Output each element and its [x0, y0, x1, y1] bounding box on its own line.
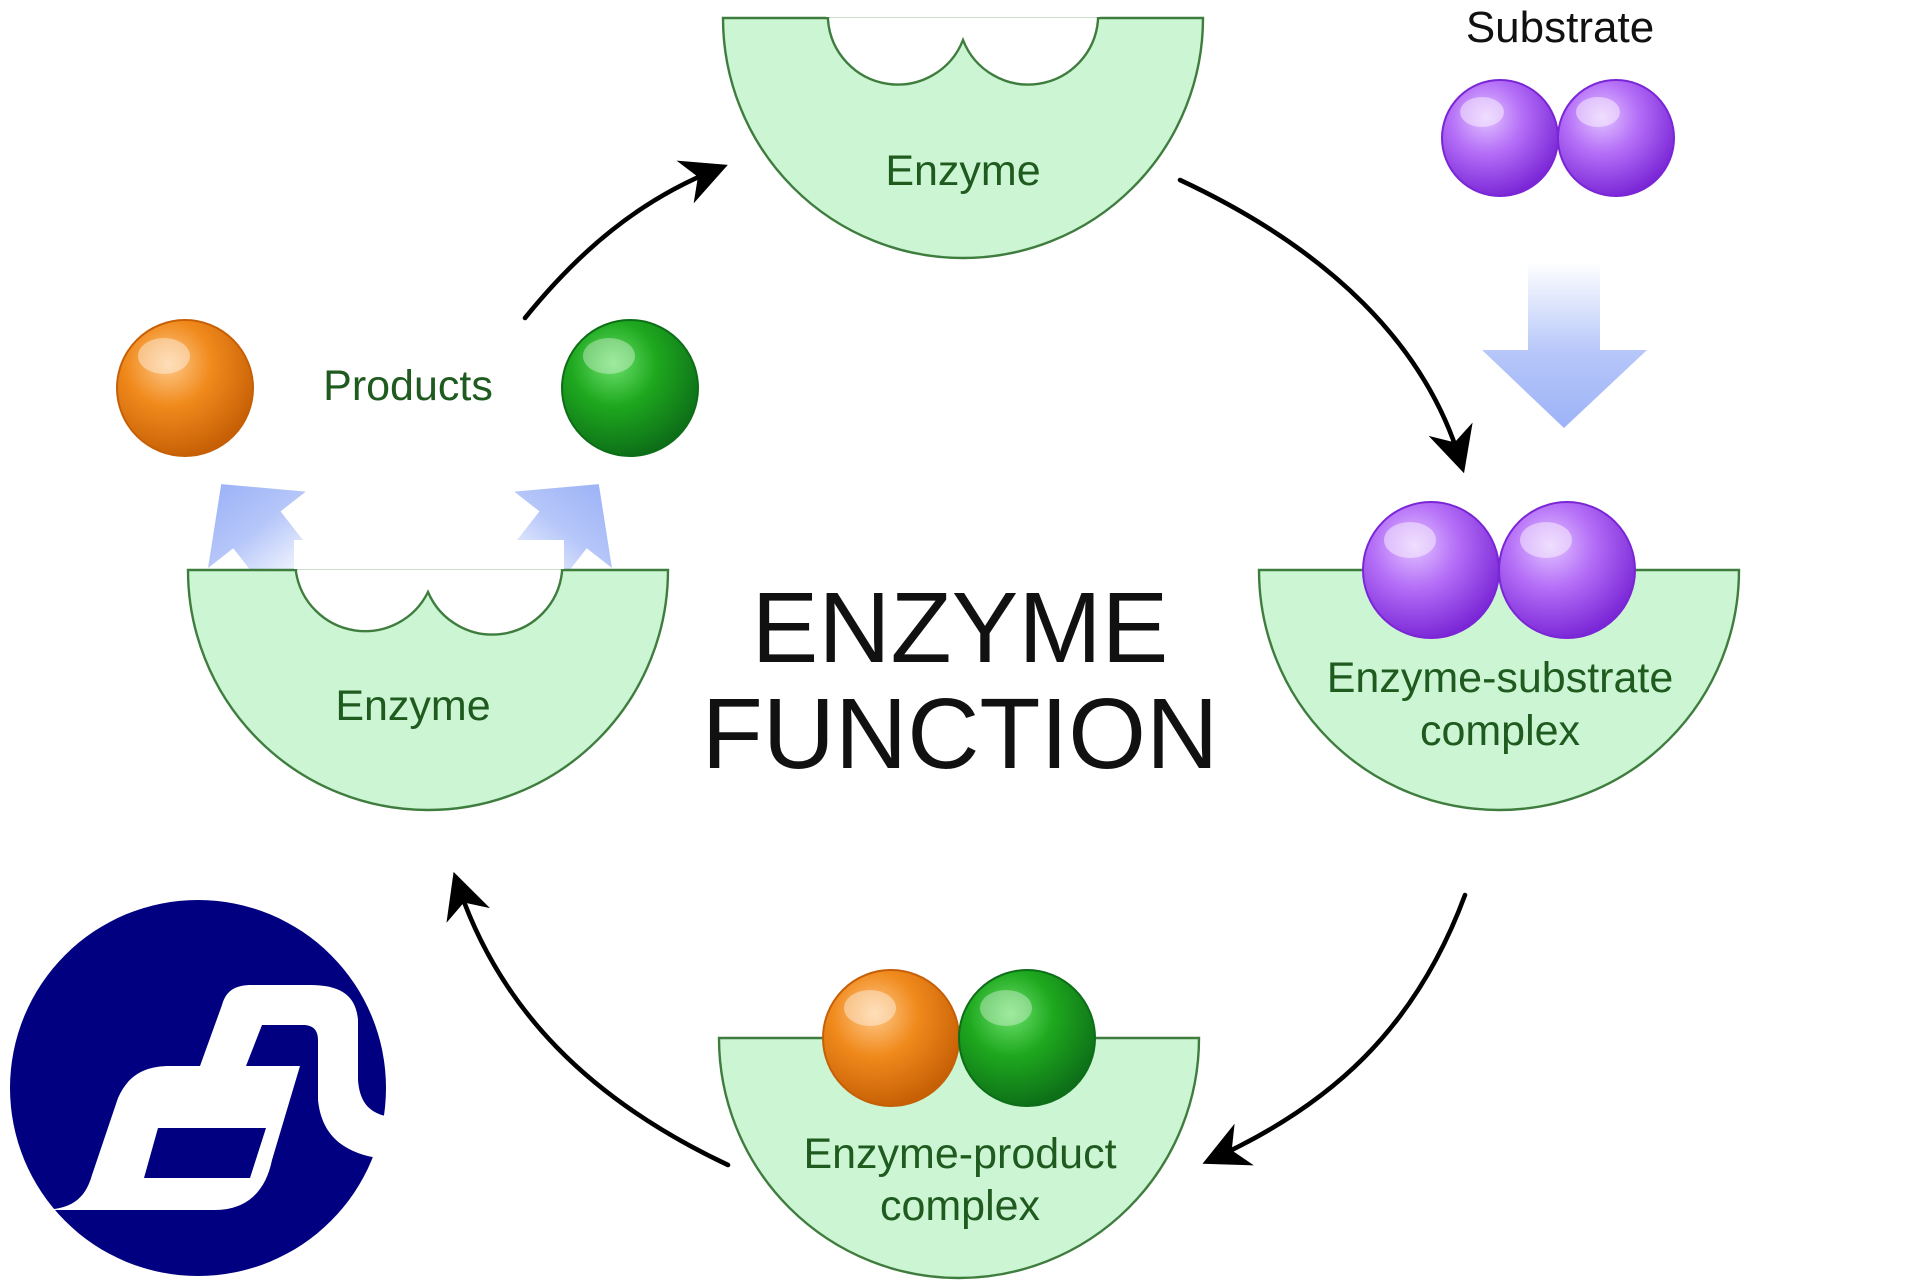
cycle-arrow-left-to-top [522, 160, 728, 321]
substrate-molecule [1441, 79, 1675, 197]
substrate-label: Substrate [1466, 3, 1654, 52]
cycle-arrow-bottom-to-left [446, 871, 731, 1168]
product-bound-orange [822, 969, 960, 1107]
product-orange [116, 319, 254, 457]
cycle-arrow-top-to-right [1177, 177, 1473, 474]
enzyme-left [186, 540, 670, 812]
enzyme-left-label: Enzyme [335, 682, 490, 730]
cycle-arrow-right-to-bottom [1202, 892, 1468, 1166]
enzyme-substrate-complex [1257, 501, 1741, 812]
products-label: Products [323, 362, 493, 410]
enzyme-top [721, 0, 1205, 260]
es-complex-label-line2: complex [1420, 707, 1581, 755]
title-line1: ENZYME [752, 572, 1169, 684]
product-green [561, 319, 699, 457]
substrate-flow-arrow [1482, 262, 1647, 428]
substrate-bound-atom-1 [1362, 501, 1500, 639]
title-line2: FUNCTION [702, 678, 1219, 790]
substrate-bound-atom-2 [1498, 501, 1636, 639]
logo-mark [10, 900, 405, 1276]
enzyme-top-label: Enzyme [885, 147, 1040, 195]
enzyme-product-complex [717, 969, 1201, 1280]
product-bound-green [958, 969, 1096, 1107]
ep-complex-label-line1: Enzyme-product [803, 1130, 1116, 1178]
ep-complex-label-line2: complex [880, 1182, 1041, 1230]
es-complex-label-line1: Enzyme-substrate [1327, 654, 1674, 702]
